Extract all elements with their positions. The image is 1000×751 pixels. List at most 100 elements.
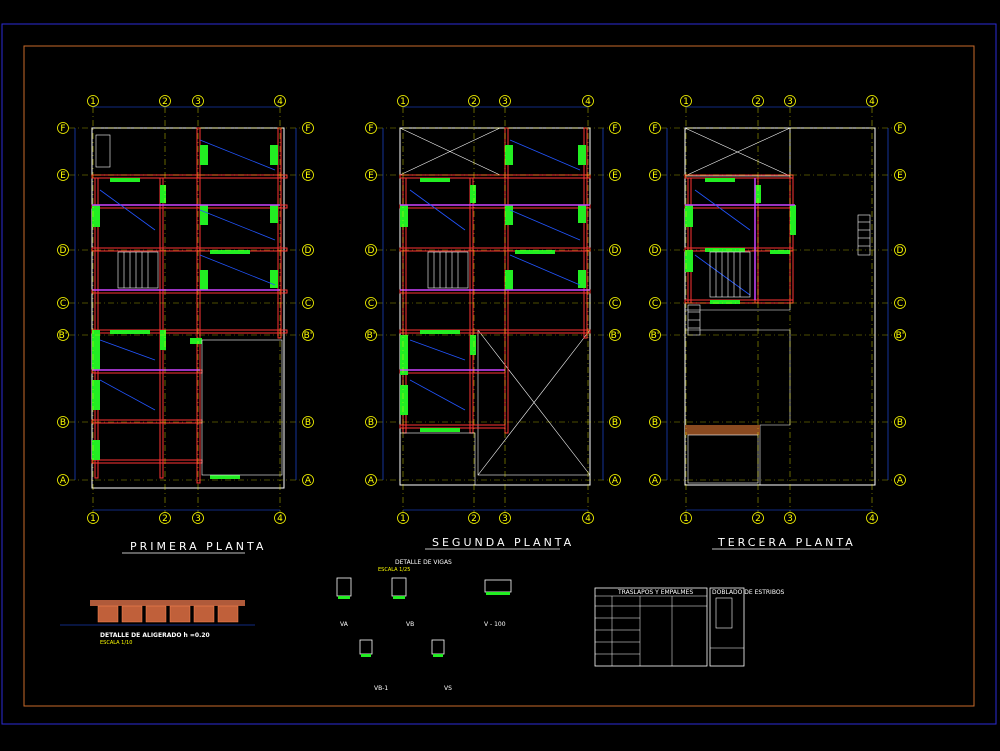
axis-label-col: 2 bbox=[755, 97, 761, 107]
axis-bubble-row bbox=[57, 297, 69, 309]
table-title: TRASLAPOS Y EMPALMES bbox=[617, 589, 693, 596]
axis-bubble-row bbox=[894, 122, 906, 134]
axis-label-row: D bbox=[368, 246, 375, 256]
axis-label-row: E bbox=[368, 171, 374, 181]
axis-bubble-col bbox=[752, 512, 764, 524]
axis-bubble-row bbox=[649, 244, 661, 256]
axis-label-row: B' bbox=[304, 331, 313, 341]
axis-bubble-row bbox=[649, 297, 661, 309]
axis-bubble-col bbox=[582, 512, 594, 524]
plan-title-segunda: SEGUNDA PLANTA bbox=[432, 536, 574, 549]
aligerado-scale: ESCALA 1/10 bbox=[100, 640, 132, 646]
axis-label-col: 2 bbox=[471, 97, 477, 107]
outer-frame bbox=[1, 23, 997, 725]
notes-title: DOBLADO DE ESTRIBOS bbox=[712, 589, 785, 596]
axis-bubble-row bbox=[302, 122, 314, 134]
axis-bubble-row bbox=[609, 297, 621, 309]
axis-bubble-row bbox=[649, 122, 661, 134]
axis-label-row: B bbox=[305, 418, 311, 428]
axis-bubble-row bbox=[649, 474, 661, 486]
axis-bubble-col bbox=[468, 512, 480, 524]
axis-label-row: F bbox=[652, 124, 657, 134]
axis-label-col: 3 bbox=[195, 514, 201, 524]
axis-bubble-col bbox=[499, 95, 511, 107]
axis-label-row: D bbox=[612, 246, 619, 256]
axis-bubble-row bbox=[57, 416, 69, 428]
axis-label-row: C bbox=[897, 299, 903, 309]
axis-bubble-row bbox=[609, 329, 621, 341]
axis-bubble-col bbox=[468, 95, 480, 107]
axis-bubble-row bbox=[302, 416, 314, 428]
axis-bubble-row bbox=[302, 244, 314, 256]
vigas-scale: ESCALA 1/25 bbox=[378, 567, 410, 573]
axis-bubble-row bbox=[57, 122, 69, 134]
axis-label-row: B bbox=[368, 418, 374, 428]
axis-label-col: 4 bbox=[585, 97, 591, 107]
axis-label-col: 4 bbox=[869, 514, 875, 524]
axis-label-row: A bbox=[60, 476, 67, 486]
axis-label-col: 4 bbox=[277, 97, 283, 107]
axis-bubble-row bbox=[609, 122, 621, 134]
axis-label-col: 1 bbox=[683, 97, 689, 107]
axis-bubble-col bbox=[582, 95, 594, 107]
axis-label-row: F bbox=[305, 124, 310, 134]
axis-label-col: 4 bbox=[869, 97, 875, 107]
detail-vigas: DETALLE DE VIGAS ESCALA 1/25 VA VB V - 1… bbox=[336, 559, 512, 692]
axis-label-row: C bbox=[652, 299, 658, 309]
plan-title-tercera: TERCERA PLANTA bbox=[717, 536, 856, 549]
axis-bubble-row bbox=[649, 169, 661, 181]
axis-label-row: C bbox=[60, 299, 66, 309]
axis-bubble-col bbox=[866, 512, 878, 524]
axis-label-col: 2 bbox=[471, 514, 477, 524]
axis-bubble-col bbox=[159, 512, 171, 524]
axis-bubble-row bbox=[894, 244, 906, 256]
axis-bubble-row bbox=[365, 329, 377, 341]
axis-bubble-col bbox=[274, 512, 286, 524]
axis-label-row: D bbox=[652, 246, 659, 256]
axis-label-row: F bbox=[60, 124, 65, 134]
axis-label-row: C bbox=[612, 299, 618, 309]
axis-bubble-col bbox=[866, 95, 878, 107]
axis-label-row: B bbox=[612, 418, 618, 428]
axis-label-row: D bbox=[305, 246, 312, 256]
aligerado-title: DETALLE DE ALIGERADO h =0.20 bbox=[100, 632, 210, 639]
axis-bubble-col bbox=[680, 512, 692, 524]
axis-label-col: 3 bbox=[195, 97, 201, 107]
axis-label-row: F bbox=[368, 124, 373, 134]
axis-label-row: C bbox=[368, 299, 374, 309]
axis-bubble-row bbox=[365, 169, 377, 181]
axis-bubble-row bbox=[302, 329, 314, 341]
viga-label-1: VB bbox=[406, 621, 414, 628]
axis-label-row: E bbox=[60, 171, 66, 181]
viga-label-3: VB-1 bbox=[374, 685, 388, 692]
axis-label-row: F bbox=[897, 124, 902, 134]
axis-label-row: B bbox=[652, 418, 658, 428]
axis-label-row: A bbox=[612, 476, 619, 486]
axis-label-row: A bbox=[897, 476, 904, 486]
axis-bubble-col bbox=[784, 512, 796, 524]
axis-label-col: 3 bbox=[787, 514, 793, 524]
axis-bubble-col bbox=[192, 95, 204, 107]
axis-label-row: B' bbox=[367, 331, 376, 341]
axis-bubble-row bbox=[609, 244, 621, 256]
axis-bubble-row bbox=[894, 297, 906, 309]
axis-label-col: 2 bbox=[755, 514, 761, 524]
axis-label-row: C bbox=[305, 299, 311, 309]
vigas-title: DETALLE DE VIGAS bbox=[395, 559, 452, 566]
axis-bubble-col bbox=[192, 512, 204, 524]
axis-label-col: 3 bbox=[502, 97, 508, 107]
detail-aligerado: DETALLE DE ALIGERADO h =0.20 ESCALA 1/10 bbox=[60, 600, 255, 646]
axis-label-row: E bbox=[612, 171, 618, 181]
axis-bubble-row bbox=[894, 329, 906, 341]
axis-bubble-col bbox=[752, 95, 764, 107]
axis-label-col: 1 bbox=[400, 514, 406, 524]
plan-segunda bbox=[399, 127, 591, 486]
axis-label-row: E bbox=[305, 171, 311, 181]
viga-label-4: VS bbox=[444, 685, 452, 692]
axis-label-row: D bbox=[60, 246, 67, 256]
plan-primera bbox=[91, 127, 288, 489]
axis-bubble-row bbox=[609, 416, 621, 428]
plan-titles: PRIMERA PLANTA SEGUNDA PLANTA TERCERA PL… bbox=[122, 536, 856, 554]
